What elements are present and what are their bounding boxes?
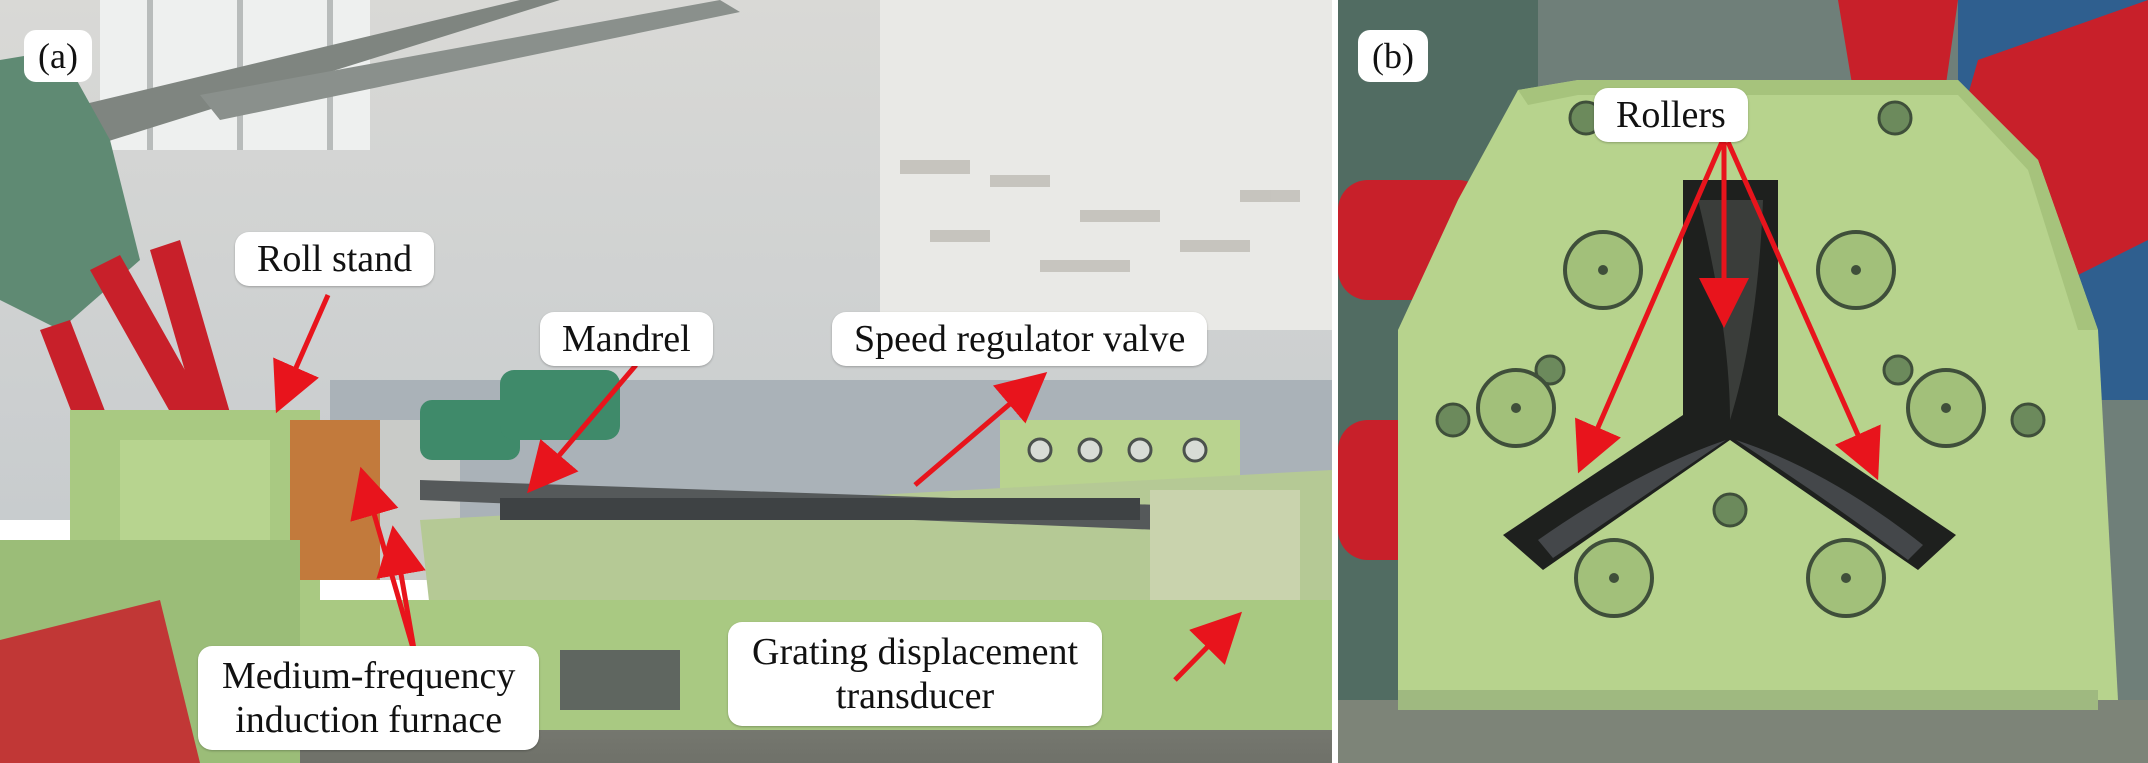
panel-a-tag: (a) [24, 30, 92, 82]
roll-stand-label: Roll stand [235, 232, 435, 286]
grating-transducer-label-line1: Grating displacement [752, 631, 1079, 673]
rolling-mill-line-photo [0, 0, 1332, 763]
panel-b-photo: (b) Rollers [1338, 0, 2148, 763]
panel-b-tag: (b) [1358, 30, 1428, 82]
panel-a-photo: (a) Roll stand Mandrel Speed regulator v… [0, 0, 1332, 763]
mandrel-label: Mandrel [540, 312, 713, 366]
grating-transducer-label-line2: transducer [835, 675, 995, 717]
induction-furnace-label-line2: induction furnace [235, 699, 503, 741]
induction-furnace-label-line1: Medium-frequency [222, 655, 516, 697]
induction-furnace-label: Medium-frequency induction furnace [198, 646, 540, 750]
grating-transducer-label: Grating displacement transducer [728, 622, 1103, 726]
rollers-label: Rollers [1594, 88, 1748, 142]
speed-regulator-valve-label: Speed regulator valve [832, 312, 1208, 366]
three-roller-stand-photo [1338, 0, 2148, 763]
